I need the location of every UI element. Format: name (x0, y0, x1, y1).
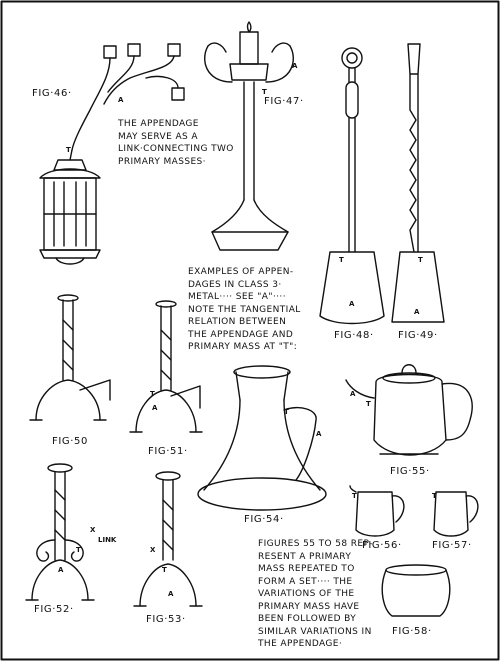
fig46-marker-a: A (118, 96, 123, 104)
fig49-label: FIG·49· (398, 330, 438, 341)
fig49-marker-t: T (418, 256, 423, 264)
fig52-link-label: LINK (98, 536, 116, 544)
fig48-marker-a: A (349, 300, 354, 308)
fig53-label: FIG·53· (146, 614, 186, 625)
fig56-marker-t: T (352, 492, 357, 500)
fig49-marker-a: A (414, 308, 419, 316)
fig55-marker-t: T (366, 400, 371, 408)
fig48-marker-t: T (339, 256, 344, 264)
fig55-label: FIG·55· (390, 466, 430, 477)
fig57-jug (434, 492, 478, 536)
fig53-marker-t: T (162, 566, 167, 574)
fig50-andiron (30, 295, 110, 420)
fig57-label: FIG·57· (432, 540, 472, 551)
fig55-teapot (346, 365, 472, 455)
fig47-label: FIG·47· (264, 96, 304, 107)
fig52-andiron (26, 464, 94, 600)
fig46-label: FIG·46· (32, 88, 72, 99)
fig49-tongs (392, 44, 444, 322)
note-set: FIGURES 55 TO 58 REP- RESENT A PRIMARY M… (258, 538, 373, 651)
fig55-marker-a: A (350, 390, 355, 398)
fig52-label: FIG·52· (34, 604, 74, 615)
fig53-marker-a: A (168, 590, 173, 598)
fig54-candlestick (198, 366, 326, 510)
fig53-marker-x: X (150, 546, 155, 554)
fig54-marker-a: A (316, 430, 321, 438)
fig58-label: FIG·58· (392, 626, 432, 637)
fig52-marker-t: T (76, 546, 81, 554)
fig50-label: FIG·50 (52, 436, 88, 447)
fig57-marker-t: T (432, 492, 437, 500)
fig54-marker-t: T (284, 408, 289, 416)
fig48-label: FIG·48· (334, 330, 374, 341)
note-appendage-link: THE APPENDAGE MAY SERVE AS A LINK·CONNEC… (118, 118, 234, 168)
fig47-marker-a: A (292, 62, 297, 70)
fig56-jug (350, 486, 404, 536)
fig51-marker-t: T (150, 390, 155, 398)
fig52-marker-a: A (58, 566, 63, 574)
fig52-marker-x: X (90, 526, 95, 534)
fig53-andiron (134, 472, 202, 606)
note-class3: EXAMPLES OF APPEN- DAGES IN CLASS 3· MET… (188, 266, 301, 354)
fig46-marker-t: T (66, 146, 71, 154)
fig48-shovel (320, 48, 384, 324)
fig51-marker-a: A (152, 404, 157, 412)
fig51-label: FIG·51· (148, 446, 188, 457)
fig58-bowl (382, 565, 450, 616)
fig54-label: FIG·54· (244, 514, 284, 525)
fig47-marker-t: T (262, 88, 267, 96)
